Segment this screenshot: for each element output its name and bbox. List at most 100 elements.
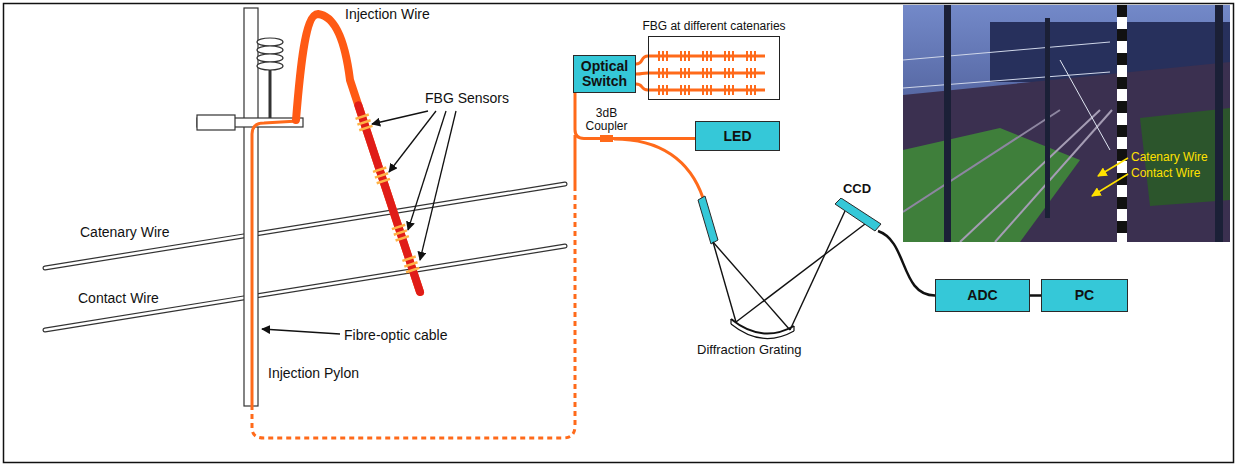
fbg-grating-array	[649, 37, 779, 99]
fbg-grating	[706, 85, 708, 95]
fbg-grating	[706, 68, 708, 78]
fibre-to-spectrometer	[614, 139, 703, 198]
fbg-grating	[728, 85, 730, 95]
cable-connector	[878, 231, 935, 296]
fbg-grating	[684, 51, 686, 61]
fbg-grating	[724, 51, 726, 61]
fbg-grating	[732, 85, 734, 95]
fbg-grating	[746, 68, 748, 78]
leader-arrow	[262, 329, 340, 334]
light-ray	[713, 242, 790, 330]
catenary-wire-core	[45, 184, 565, 268]
fbg-grating	[746, 85, 748, 95]
optical-switch-box: Optical Switch	[573, 55, 636, 93]
photo-wire	[1060, 60, 1110, 150]
fbg-grating	[750, 85, 752, 95]
fbg-sensor-mark	[377, 179, 390, 183]
fbg-grating	[724, 85, 726, 95]
fbg-grating	[684, 85, 686, 95]
coupler-block: 3dB Coupler	[600, 135, 613, 142]
catenary-wire	[45, 184, 565, 268]
fbg-grating	[702, 51, 704, 61]
fbg-sensor-mark	[357, 120, 370, 124]
fbg-sensor-mark	[404, 262, 417, 266]
contact-wire	[45, 246, 565, 330]
node-heading: CCD	[843, 181, 871, 196]
photo-leader	[1098, 158, 1128, 176]
fbg-sensor-mark	[373, 168, 386, 172]
fbg-sensor-marks	[356, 115, 420, 273]
contact-wire-core	[45, 246, 565, 330]
fbg-grating	[746, 51, 748, 61]
fbg-sensor-mark	[356, 115, 369, 119]
photo-marker-pole	[1117, 5, 1127, 242]
node-label: LED	[724, 129, 752, 144]
light-ray	[713, 242, 736, 322]
fbg-grating	[728, 51, 730, 61]
fbg-grating	[658, 85, 660, 95]
fbg-grating	[680, 85, 682, 95]
crossbar-clamp	[197, 115, 235, 130]
fibre-collimator	[698, 196, 718, 244]
diffraction-grating	[731, 319, 794, 334]
node-heading: FBG at different catenaries	[642, 19, 785, 33]
photo-wire	[903, 42, 1110, 60]
pc-box: PC	[1041, 279, 1128, 312]
fbg-grating	[662, 85, 664, 95]
fbg-sensor-mark	[394, 230, 407, 234]
photo-sky	[903, 5, 1230, 242]
photo-pole	[944, 5, 951, 242]
led-box: LED	[695, 121, 780, 151]
photo-pole	[1045, 18, 1050, 218]
fbg-sensor-mark	[406, 268, 419, 272]
fbg-grating	[750, 68, 752, 78]
leader-arrow	[420, 111, 456, 260]
insulator-disc	[257, 46, 283, 54]
fbg-sensor-mark	[396, 236, 409, 240]
fbg-grating	[688, 51, 690, 61]
fbg-grating	[732, 51, 734, 61]
ccd-sensor: CCD	[832, 198, 882, 234]
node-label: ADC	[967, 288, 997, 303]
fbg-grating	[724, 68, 726, 78]
fbg-grating	[728, 68, 730, 78]
insulator-disc	[257, 38, 283, 46]
fbg-grating	[754, 85, 756, 95]
fbg-grating	[706, 51, 708, 61]
photo-rail	[995, 110, 1112, 242]
leader-arrow	[408, 111, 446, 230]
photo-marker-pole	[1117, 5, 1127, 242]
fbg-sensor-mark	[392, 225, 405, 229]
node-heading: 3dB Coupler	[577, 107, 637, 133]
node-label: Optical Switch	[578, 59, 631, 89]
diffraction-grating	[731, 324, 794, 339]
photo-label: Catenary Wire	[1131, 150, 1208, 164]
fbg-grating	[754, 68, 756, 78]
fbg-grating	[688, 68, 690, 78]
photo-grass	[903, 128, 1080, 242]
fbg-grating	[702, 68, 704, 78]
fbg-grating	[684, 68, 686, 78]
fbg-grating	[710, 68, 712, 78]
fbg-grating	[666, 68, 668, 78]
part-label: Fibre-optic cable	[344, 327, 448, 343]
fbg-grating	[680, 51, 682, 61]
fbg-grating	[680, 68, 682, 78]
fbg-grating	[658, 68, 660, 78]
adc-box: ADC	[935, 279, 1030, 312]
fbg-grating	[732, 68, 734, 78]
fibre-optic-cable	[252, 121, 298, 405]
node-label: PC	[1075, 288, 1094, 303]
cable-connector	[1030, 294, 1041, 297]
ccd-shape	[832, 198, 882, 234]
site-photo	[903, 5, 1230, 242]
photo-rail	[903, 110, 1060, 212]
fibre-optic-cable-dashed	[252, 190, 575, 438]
fbg-grating	[754, 51, 756, 61]
fbg-grating	[666, 51, 668, 61]
light-ray	[790, 211, 845, 330]
fbg-grating	[710, 85, 712, 95]
insulator-disc	[257, 62, 283, 70]
ccd-body	[835, 198, 881, 231]
